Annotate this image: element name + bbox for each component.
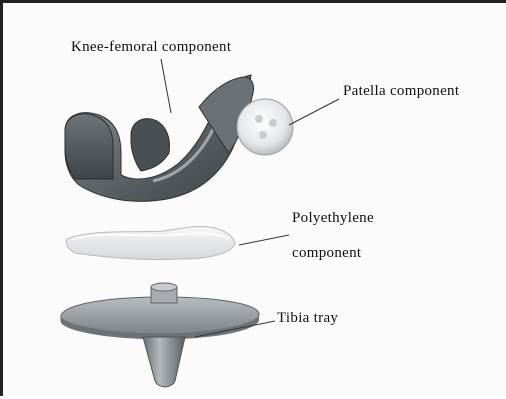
femoral-leader-line: [161, 59, 171, 113]
patella-leader-line: [289, 99, 339, 125]
polyethylene-component: [66, 226, 235, 259]
tibia-tray: [61, 283, 259, 387]
knee-implant-illustration: [3, 3, 506, 399]
polyethylene-leader-line: [239, 235, 289, 245]
polyethylene-label-line1: Polyethylene: [292, 210, 374, 227]
patella-label: Patella component: [343, 83, 459, 100]
femoral-label: Knee-femoral component: [71, 39, 231, 56]
polyethylene-label-line2: component: [292, 245, 361, 262]
femoral-component: [65, 75, 254, 201]
patella-component: [237, 99, 293, 155]
tibia-label: Tibia tray: [277, 310, 338, 327]
